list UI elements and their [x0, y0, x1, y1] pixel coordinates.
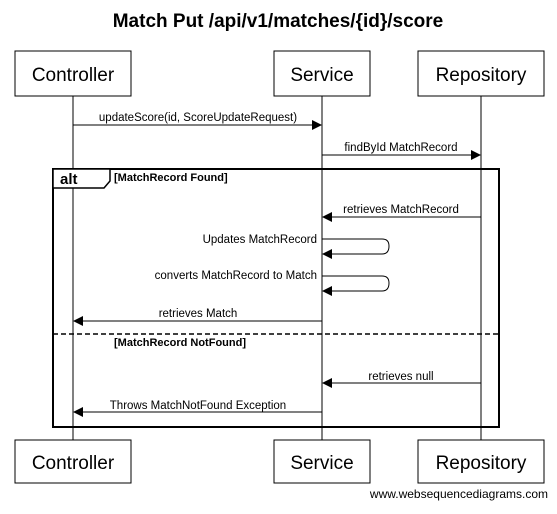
diagram-title: Match Put /api/v1/matches/{id}/score	[113, 11, 444, 32]
footer-watermark: www.websequencediagrams.com	[369, 487, 548, 501]
participant-label: Service	[290, 453, 353, 474]
message-retrieves-match-record: retrieves MatchRecord	[322, 204, 481, 222]
message-retrieves-null: retrieves null	[322, 371, 481, 388]
alt-fragment: alt [MatchRecord Found] [MatchRecord Not…	[52, 168, 500, 428]
participant-service-bottom: Service	[273, 439, 371, 484]
participant-repository-top: Repository	[417, 50, 545, 97]
message-label: converts MatchRecord to Match	[155, 270, 317, 282]
participant-label: Controller	[32, 453, 115, 474]
participant-label: Service	[290, 65, 353, 86]
message-find-by-id: findById MatchRecord	[322, 142, 481, 160]
participant-label: Controller	[32, 65, 115, 86]
message-label: retrieves Match	[159, 308, 238, 320]
message-label: retrieves MatchRecord	[343, 204, 459, 216]
message-update-score: updateScore(id, ScoreUpdateRequest)	[73, 112, 322, 130]
participant-label: Repository	[436, 65, 527, 86]
participant-controller-top: Controller	[14, 50, 132, 97]
message-label: Throws MatchNotFound Exception	[110, 400, 286, 412]
guard-not-found: [MatchRecord NotFound]	[114, 337, 246, 349]
message-label: retrieves null	[368, 371, 433, 383]
participant-repository-bottom: Repository	[417, 439, 545, 484]
message-label: Updates MatchRecord	[203, 234, 317, 246]
guard-found: [MatchRecord Found]	[114, 172, 228, 184]
message-updates-match-record: Updates MatchRecord	[203, 234, 390, 259]
message-retrieves-match: retrieves Match	[73, 308, 322, 326]
message-converts-match-record: converts MatchRecord to Match	[155, 270, 390, 296]
participant-controller-bottom: Controller	[14, 439, 132, 484]
fragment-operator: alt	[60, 171, 78, 188]
message-throws-exception: Throws MatchNotFound Exception	[73, 400, 322, 417]
participant-label: Repository	[436, 453, 527, 474]
participant-service-top: Service	[273, 50, 371, 97]
message-label: findById MatchRecord	[344, 142, 457, 154]
message-label: updateScore(id, ScoreUpdateRequest)	[99, 112, 297, 124]
